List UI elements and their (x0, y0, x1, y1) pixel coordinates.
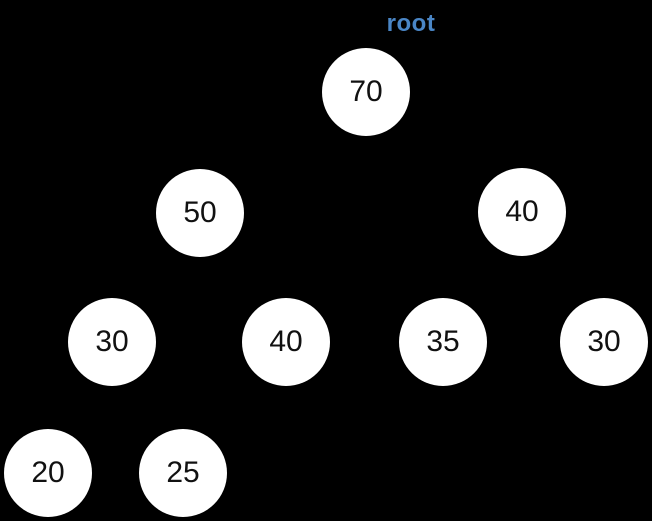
tree-node-40: 40 (478, 168, 566, 256)
tree-node-value: 25 (166, 456, 200, 489)
root-label: root (386, 10, 436, 37)
tree-node-35: 35 (399, 298, 487, 386)
tree-node-value: 30 (587, 325, 621, 358)
tree-node-value: 50 (183, 196, 217, 229)
tree-node-30: 30 (560, 298, 648, 386)
tree-node-40: 40 (242, 298, 330, 386)
tree-node-value: 40 (505, 195, 539, 228)
tree-node-70: 70 (322, 48, 410, 136)
tree-node-value: 20 (31, 456, 65, 489)
tree-node-value: 35 (426, 325, 460, 358)
tree-node-50: 50 (156, 169, 244, 257)
tree-node-value: 40 (269, 325, 303, 358)
tree-node-20: 20 (4, 429, 92, 517)
tree-node-25: 25 (139, 429, 227, 517)
tree-node-value: 30 (95, 325, 129, 358)
tree-node-value: 70 (349, 75, 383, 108)
tree-node-30: 30 (68, 298, 156, 386)
